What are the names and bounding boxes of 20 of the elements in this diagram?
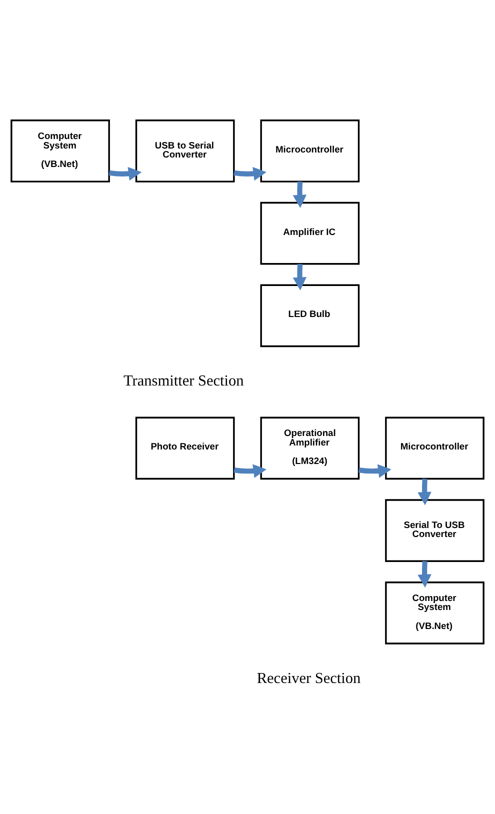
arrow xyxy=(418,561,432,588)
arrow xyxy=(234,166,266,181)
node-box: Operational Amplifier (LM324) xyxy=(260,416,360,480)
node-box: Computer System (VB.Net) xyxy=(10,120,110,182)
node-box: Microcontroller xyxy=(385,416,484,480)
arrow xyxy=(108,166,142,181)
arrow xyxy=(234,464,266,478)
arrow xyxy=(292,264,307,290)
arrow xyxy=(292,181,307,208)
node-box: Computer System (VB.Net) xyxy=(385,582,484,644)
node-box: Photo Receiver xyxy=(135,416,235,480)
node-box: USB to Serial Converter xyxy=(135,120,235,182)
label: Receiver Section xyxy=(256,670,361,687)
node-box: Microcontroller xyxy=(260,120,360,182)
node-box: LED Bulb xyxy=(260,284,360,348)
arrow xyxy=(358,464,392,478)
arrow xyxy=(418,478,432,506)
label: Transmitter Section xyxy=(124,372,244,390)
node-box: Amplifier IC xyxy=(260,202,360,265)
node-box: Serial To USB Converter xyxy=(385,499,484,562)
